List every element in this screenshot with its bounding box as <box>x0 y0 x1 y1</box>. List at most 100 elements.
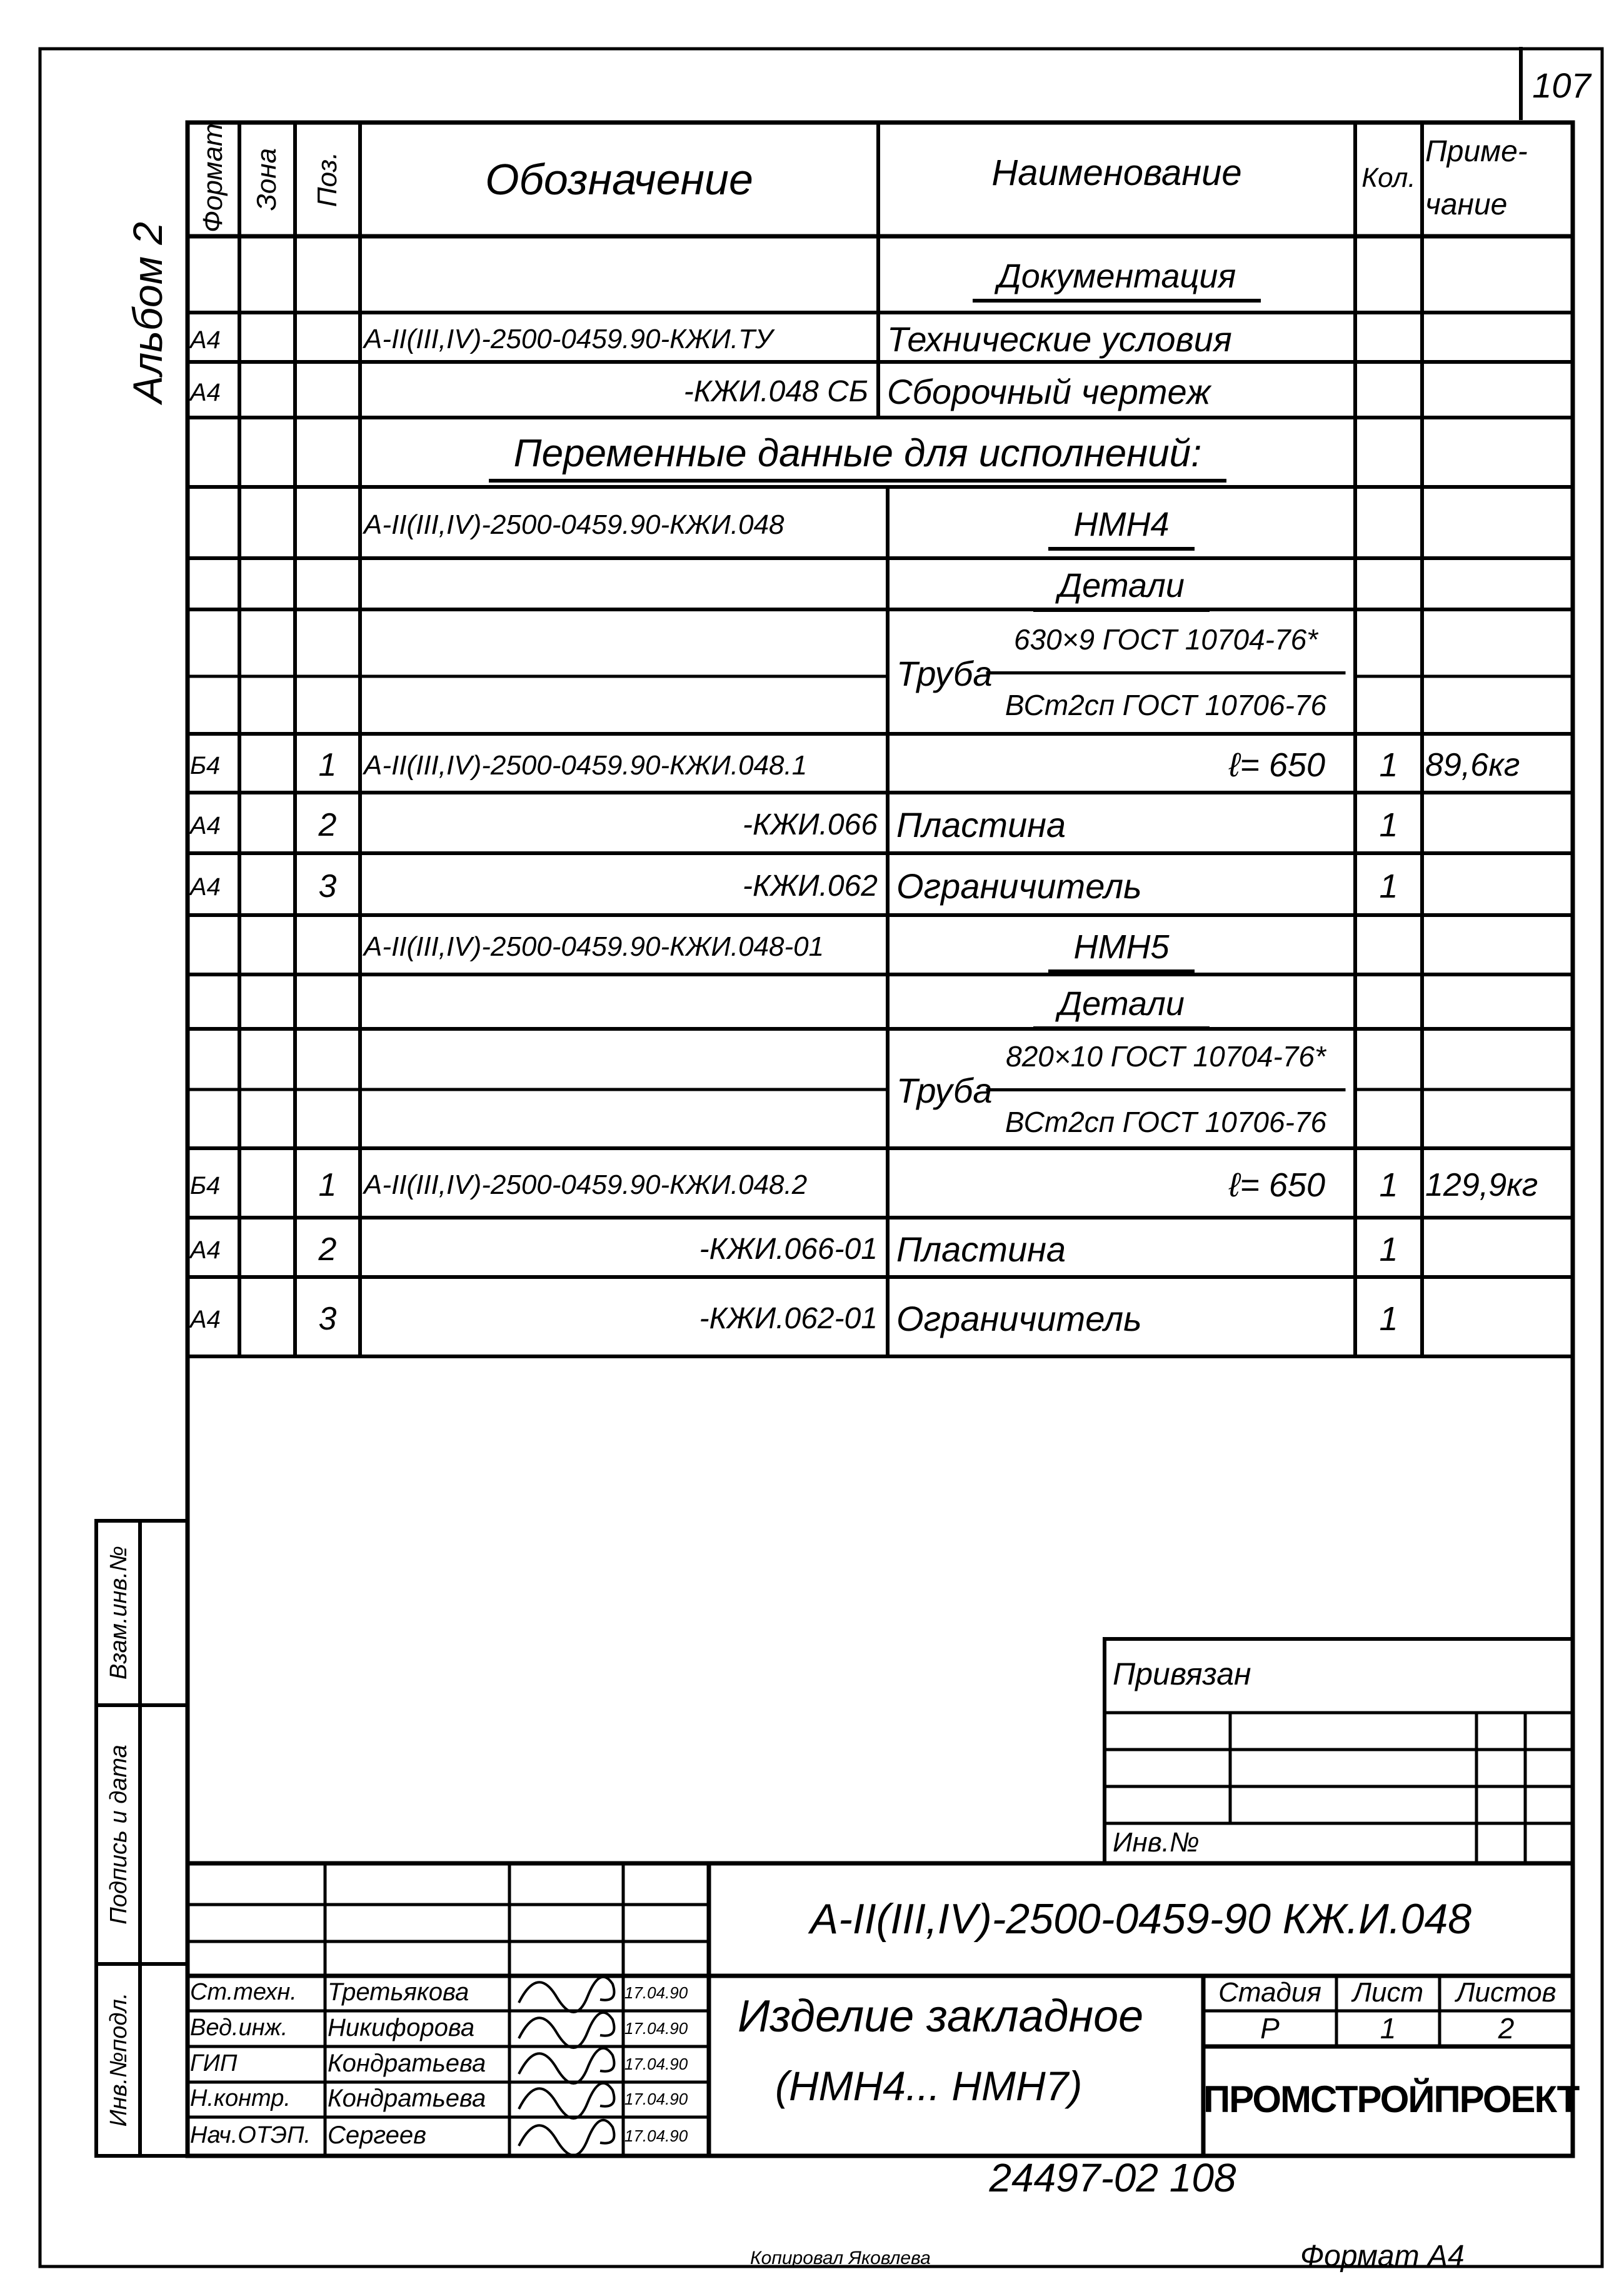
row-pos-cell: 1 <box>295 1169 360 1201</box>
header-format: Формат <box>198 123 228 233</box>
stage-label: Стадия <box>1218 1976 1321 2008</box>
section-heading: Детали <box>1033 984 1210 1030</box>
row-qty: 1 <box>1379 1300 1398 1338</box>
pipe-spec-denominator-cell: ВСт2сп ГОСТ 10706-76 <box>981 691 1350 719</box>
side-orig-inv: Инв.№подл. <box>106 1992 132 2127</box>
signer-name-cell: Никифорова <box>328 2015 509 2040</box>
row-qty-cell: 1 <box>1355 748 1422 782</box>
signer-name: Сергеев <box>328 2121 427 2149</box>
signature <box>518 2081 616 2120</box>
row-qty-cell: 1 <box>1355 1233 1422 1266</box>
row-qty-cell: 1 <box>1355 1168 1422 1202</box>
row-length: ℓ= 650 <box>1228 746 1325 784</box>
company-name-cell: ПРОМСТРОЙПРОЕКТ <box>1203 2081 1580 2118</box>
row-name-cell: Сборочный чертеж <box>887 374 1325 409</box>
sheets-label-cell: Листов <box>1440 1978 1573 2006</box>
row-pos: 2 <box>318 806 337 843</box>
row-name-cell: Ограничитель <box>896 1301 1334 1336</box>
row-name: Труба <box>896 1070 993 1110</box>
row-qty-cell: 1 <box>1355 869 1422 903</box>
pipe-spec-denominator: ВСт2сп ГОСТ 10706-76 <box>1005 689 1327 722</box>
row-pos-cell: 2 <box>295 1233 360 1266</box>
signer-role: Н.контр. <box>190 2085 291 2112</box>
signer-role-cell: Н.контр. <box>190 2086 325 2110</box>
company-name: ПРОМСТРОЙПРОЕКТ <box>1203 2078 1580 2120</box>
row-designation: А-II(III,IV)-2500-0459.90-КЖИ.048.2 <box>364 1170 808 1201</box>
row-format-cell: А4 <box>190 1238 240 1263</box>
row-format: Б4 <box>190 1171 221 1200</box>
row-format-cell: А4 <box>190 380 240 405</box>
signer-date-cell: 17.04.90 <box>624 2091 709 2107</box>
header-name-cell: Наименование <box>878 155 1355 191</box>
section-heading: НМН5 <box>1048 928 1195 973</box>
signer-date-cell: 17.04.90 <box>624 2056 709 2072</box>
album-label: Альбом 2 <box>124 221 171 404</box>
row-format: А4 <box>190 811 221 839</box>
row-note: 89,6кг <box>1425 747 1520 784</box>
row-designation: -КЖИ.062 <box>742 869 878 903</box>
title-designation-cell: А-II(III,IV)-2500-0459-90 КЖ.И.048 <box>709 1898 1573 1940</box>
sheets-value: 2 <box>1498 2011 1515 2045</box>
sheet-format: Формат А4 <box>1300 2239 1465 2273</box>
stage-value-cell: Р <box>1203 2014 1336 2043</box>
header-designation-cell: Обозначение <box>360 158 878 201</box>
header-note-line2-cell: чание <box>1425 189 1573 220</box>
row-designation-cell: А-II(III,IV)-2500-0459.90-КЖИ.048.2 <box>364 1171 885 1199</box>
title-name-line2: (НМН4... НМН7) <box>775 2062 1083 2109</box>
row-designation-cell: А-II(III,IV)-2500-0459.90-КЖИ.048.1 <box>364 749 885 781</box>
row-name: Ограничитель <box>896 1298 1142 1338</box>
row-pos-cell: 3 <box>295 870 360 903</box>
row-format: А4 <box>190 326 221 354</box>
page-number: 107 <box>1532 66 1591 106</box>
signer-date: 17.04.90 <box>624 1983 688 2002</box>
row-name: Пластина <box>896 804 1066 844</box>
signature <box>518 2011 616 2049</box>
signer-name: Кондратьева <box>328 2085 486 2112</box>
pipe-spec-denominator-cell: ВСт2сп ГОСТ 10706-76 <box>981 1108 1350 1136</box>
row-qty: 1 <box>1379 806 1398 844</box>
row-format: А4 <box>190 1305 221 1333</box>
row-format: А4 <box>190 873 221 901</box>
signer-name-cell: Кондратьева <box>328 2086 509 2111</box>
row-length: ℓ= 650 <box>1228 1166 1325 1204</box>
bound-label: Привязан <box>1113 1656 1251 1691</box>
signature <box>518 2046 616 2085</box>
signer-role: ГИП <box>190 2050 238 2077</box>
signer-role: Вед.инж. <box>190 2015 288 2041</box>
header-note-line1-cell: Приме- <box>1425 136 1573 167</box>
row-designation-cell: А-II(III,IV)-2500-0459.90-КЖИ.048-01 <box>364 933 885 961</box>
inv-no-label: Инв.№ <box>1113 1826 1200 1858</box>
signer-role-cell: Ст.техн. <box>190 1980 325 2004</box>
side-signature-date: Подпись и дата <box>106 1745 132 1925</box>
signature <box>518 1975 616 2013</box>
title-designation: А-II(III,IV)-2500-0459-90 КЖ.И.048 <box>809 1895 1472 1943</box>
row-designation-cell: А-II(III,IV)-2500-0459.90-КЖИ.ТУ <box>364 326 876 353</box>
section-heading: Детали <box>1033 567 1210 613</box>
pipe-spec-numerator-cell: 820×10 ГОСТ 10704-76* <box>981 1042 1350 1071</box>
row-qty-cell: 1 <box>1355 1302 1422 1336</box>
row-length-cell: ℓ= 650 <box>888 1168 1325 1202</box>
row-designation: -КЖИ.062-01 <box>699 1302 878 1336</box>
archive-number-cell: 24497-02 108 <box>938 2158 1288 2198</box>
row-name: Пластина <box>896 1229 1066 1269</box>
row-designation: А-II(III,IV)-2500-0459.90-КЖИ.048-01 <box>364 931 825 963</box>
row-pos: 2 <box>318 1231 337 1268</box>
row-designation: А-II(III,IV)-2500-0459.90-КЖИ.048.1 <box>364 749 808 781</box>
row-name-cell: Ограничитель <box>896 868 1334 904</box>
signer-name-cell: Третьякова <box>328 1980 509 2005</box>
pipe-spec-numerator: 630×9 ГОСТ 10704-76* <box>1013 623 1318 656</box>
row-designation: А-II(III,IV)-2500-0459.90-КЖИ.ТУ <box>364 324 773 355</box>
row-designation-cell: -КЖИ.066 <box>366 810 878 840</box>
row-pos: 3 <box>318 868 337 904</box>
row-pos-cell: 1 <box>295 749 360 781</box>
row-note-cell: 89,6кг <box>1425 749 1573 781</box>
sheet-value: 1 <box>1380 2011 1396 2045</box>
section-heading-cell: НМН4 <box>888 506 1355 551</box>
signer-role-cell: Вед.инж. <box>190 2016 325 2040</box>
section-heading-cell: Документация <box>878 258 1355 303</box>
copied-by-cell: Копировал Яковлева <box>750 2248 1063 2268</box>
page-number-cell: 107 <box>1521 68 1602 103</box>
row-designation-cell: -КЖИ.066-01 <box>366 1235 878 1265</box>
